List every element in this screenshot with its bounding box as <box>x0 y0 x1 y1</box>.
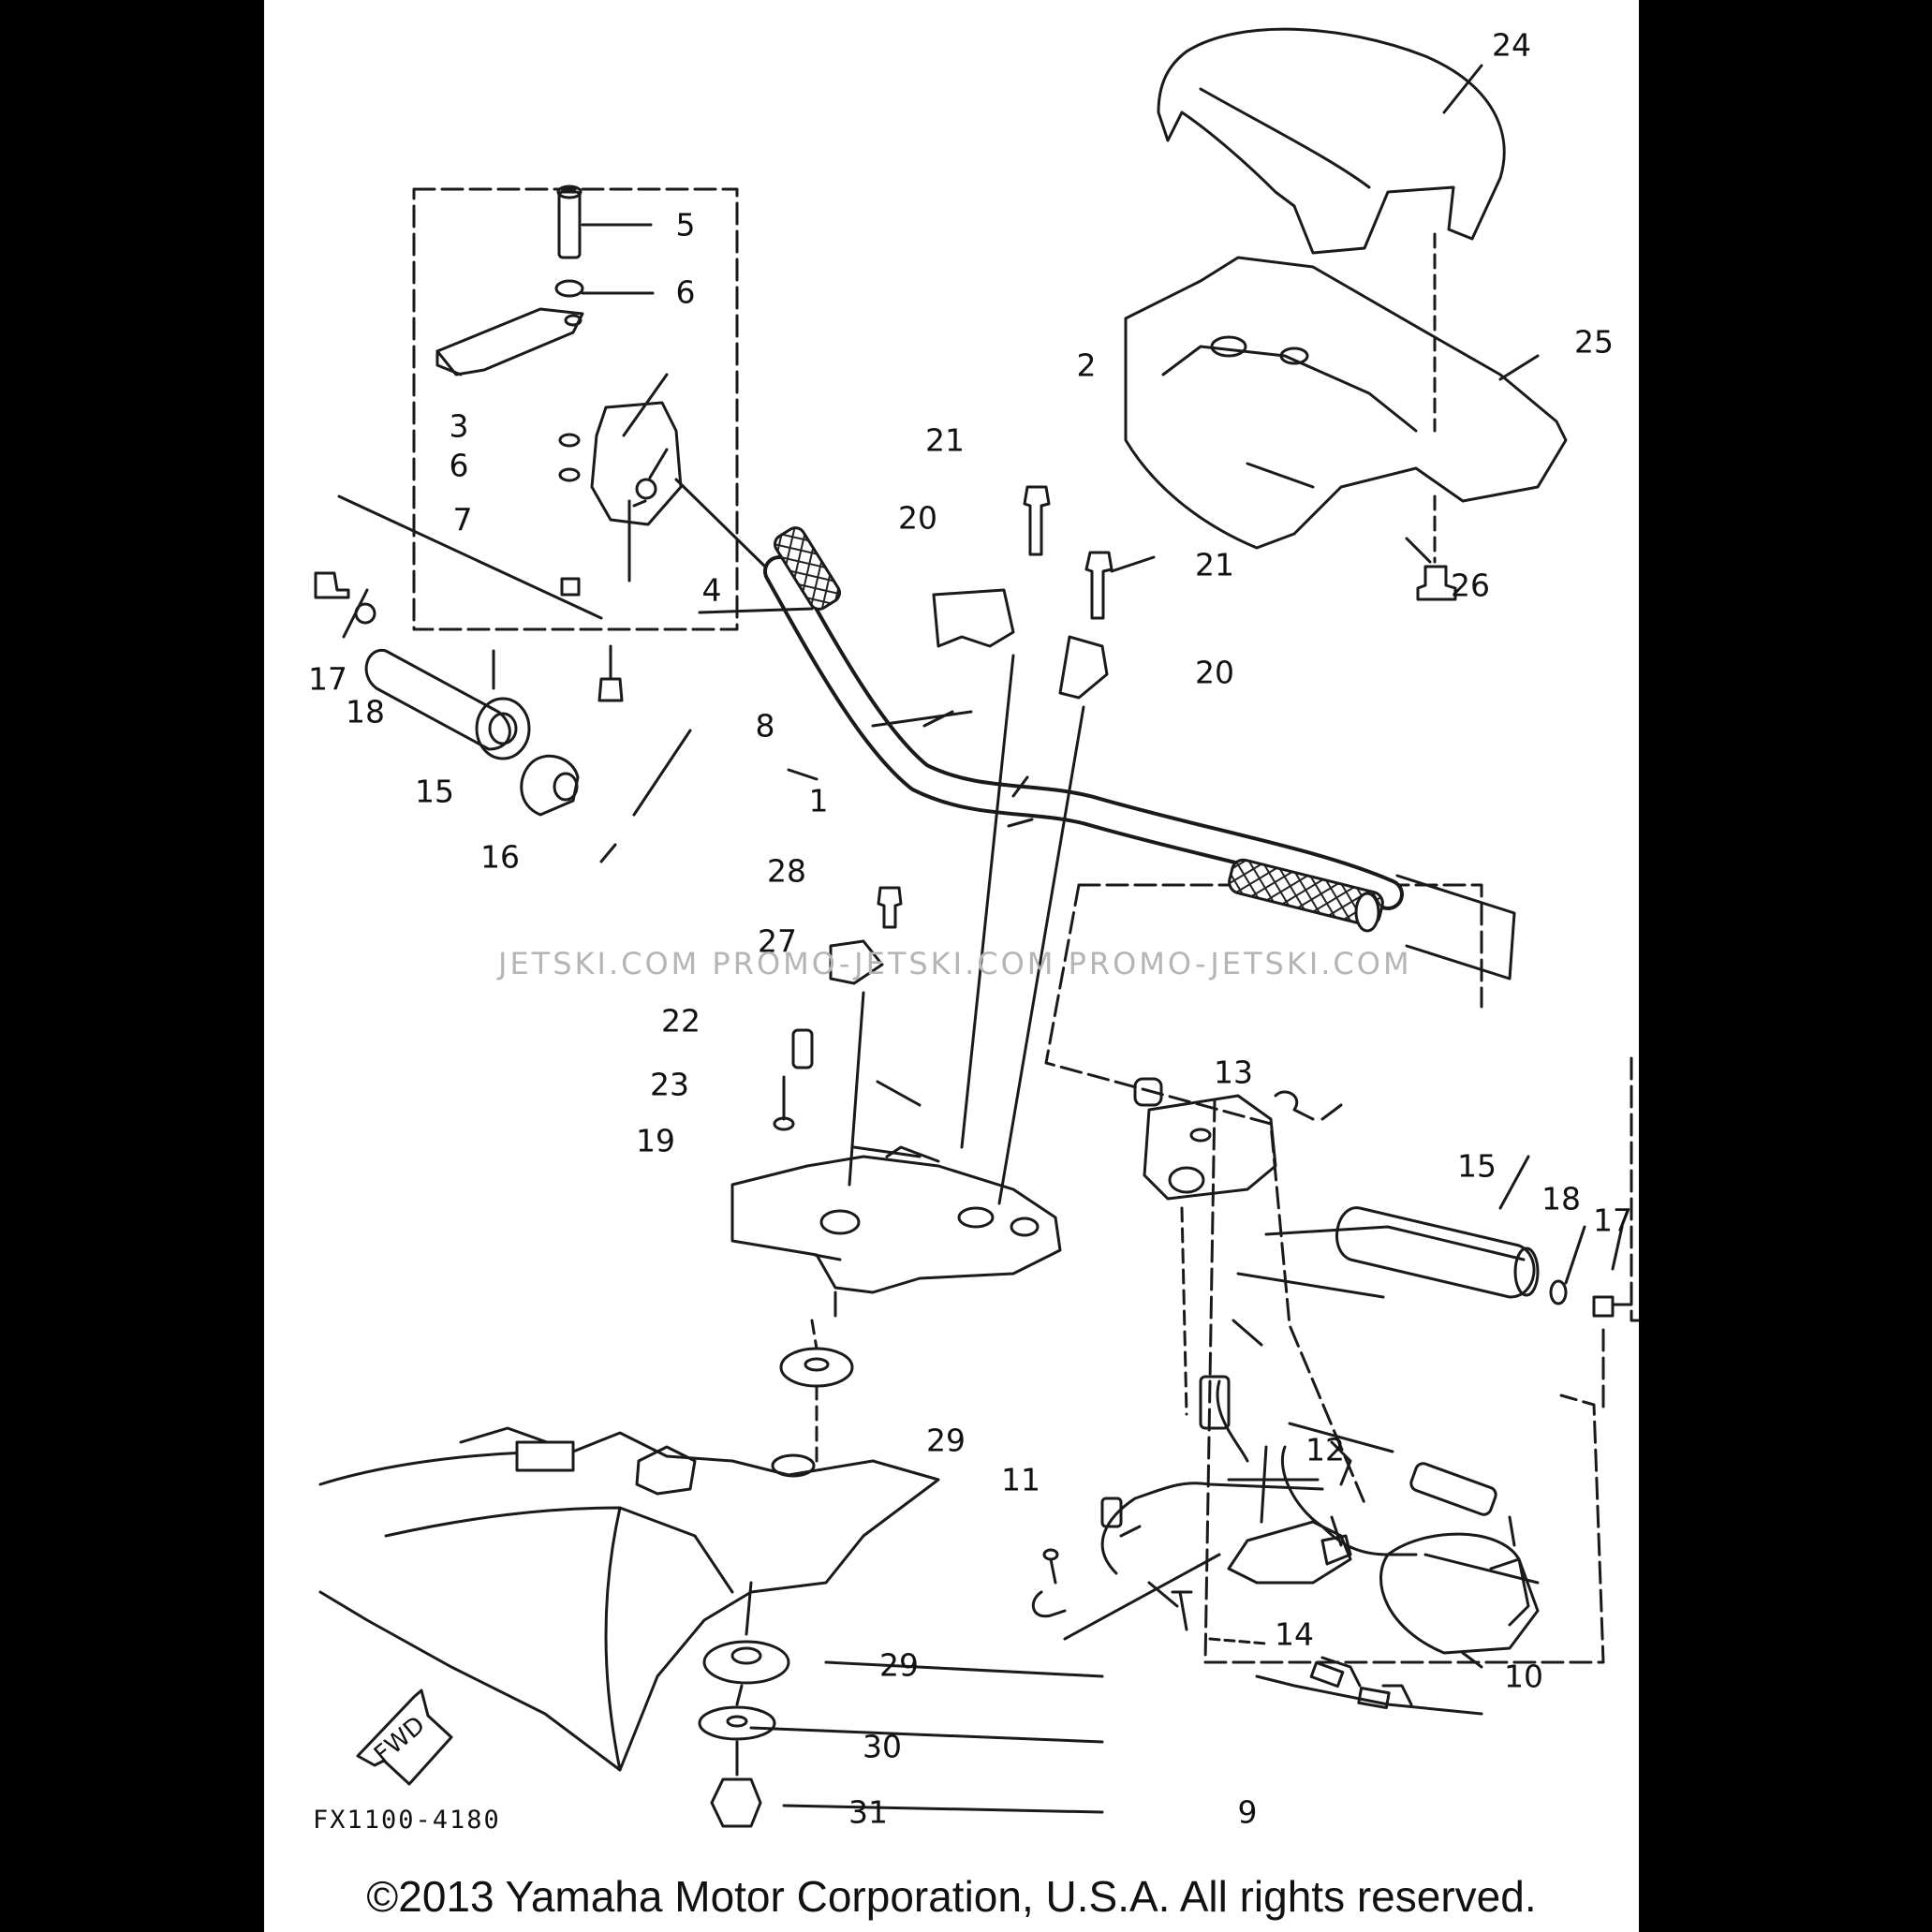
clamp-upper <box>932 588 1015 648</box>
screw-17-right <box>1592 1295 1633 1318</box>
callout-17a: 17 <box>308 660 347 698</box>
callout-22: 22 <box>661 1002 701 1040</box>
callout-25: 25 <box>1574 323 1614 361</box>
callout-12: 12 <box>1305 1431 1345 1468</box>
callout-21a: 21 <box>925 421 965 459</box>
screw-11 <box>1042 1548 1059 1561</box>
callout-8: 8 <box>755 707 775 745</box>
grommet-29-bottom <box>702 1640 790 1685</box>
callout-28: 28 <box>767 852 806 890</box>
diagram-code: FX1100-4180 <box>313 1806 501 1835</box>
callout-19: 19 <box>636 1122 675 1159</box>
screw-28 <box>877 886 903 929</box>
callout-2: 2 <box>1076 347 1097 384</box>
deck-block <box>515 1440 575 1472</box>
callout-23: 23 <box>650 1066 689 1103</box>
screw-14 <box>1171 1590 1193 1631</box>
fwd-arrow-icon <box>356 1689 453 1786</box>
callout-29b: 29 <box>879 1646 919 1684</box>
callout-4: 4 <box>701 571 722 609</box>
end-cap <box>520 754 580 817</box>
cover-top <box>1157 27 1506 255</box>
callout-15a: 15 <box>415 773 454 810</box>
callout-30: 30 <box>863 1728 902 1765</box>
callout-6a: 6 <box>675 273 696 311</box>
switch-housing-right <box>1143 1094 1277 1201</box>
switch-housing-left <box>590 401 683 526</box>
knurled-grip-left <box>774 526 841 611</box>
group-box-2 <box>412 187 739 631</box>
callout-21b: 21 <box>1195 546 1234 583</box>
clamp-lower <box>1058 635 1109 700</box>
cover-bottom <box>1124 256 1568 550</box>
callout-1: 1 <box>808 782 829 819</box>
nut-31 <box>710 1777 762 1828</box>
callout-15b: 15 <box>1457 1147 1497 1185</box>
grip-left <box>364 649 511 751</box>
bolt-22 <box>791 1028 814 1069</box>
group-box-9 <box>1077 883 1639 1322</box>
column-plate <box>730 1155 1062 1294</box>
callout-16: 16 <box>480 838 520 876</box>
parts-diagram <box>314 27 1639 1828</box>
grip-right <box>1335 1206 1536 1299</box>
callout-29a: 29 <box>926 1422 966 1459</box>
callout-17b: 17 <box>1593 1202 1632 1239</box>
screw-26 <box>1416 565 1457 601</box>
grommet-29-top <box>779 1347 854 1388</box>
callout-18b: 18 <box>1541 1180 1581 1217</box>
callout-26: 26 <box>1451 567 1490 604</box>
diagram-sheet: 1 2 3 4 5 6 6 7 8 9 10 11 12 13 14 15 15… <box>264 0 1639 1932</box>
callout-14: 14 <box>1275 1615 1314 1653</box>
knurled-grip-right <box>1228 858 1384 927</box>
callout-20b: 20 <box>1195 654 1234 691</box>
callout-11: 11 <box>1001 1461 1040 1498</box>
switch-assy-10 <box>1379 1532 1540 1655</box>
copyright-notice: ©2013 Yamaha Motor Corporation, U.S.A. A… <box>366 1872 1537 1921</box>
lever <box>435 307 584 376</box>
callout-18a: 18 <box>346 693 385 730</box>
callout-31: 31 <box>848 1793 888 1831</box>
callout-6b: 6 <box>449 447 469 484</box>
knob-13 <box>1133 1077 1163 1107</box>
callout-13: 13 <box>1214 1054 1253 1091</box>
watermark: JETSKI.COM PROMO-JETSKI.COM PROMO-JETSKI… <box>498 946 1412 981</box>
bolt-21-left <box>1023 485 1051 556</box>
clip-27 <box>829 939 884 985</box>
screw-left <box>314 571 350 599</box>
callout-3: 3 <box>449 407 469 445</box>
callout-5: 5 <box>675 206 696 243</box>
callout-7: 7 <box>452 501 473 538</box>
washer-30 <box>698 1705 776 1741</box>
callout-20a: 20 <box>898 499 937 537</box>
bolt-21-right <box>1084 551 1113 620</box>
callout-27: 27 <box>758 922 797 960</box>
callout-9: 9 <box>1237 1793 1258 1831</box>
callout-24: 24 <box>1492 26 1531 64</box>
callout-10: 10 <box>1504 1658 1543 1695</box>
